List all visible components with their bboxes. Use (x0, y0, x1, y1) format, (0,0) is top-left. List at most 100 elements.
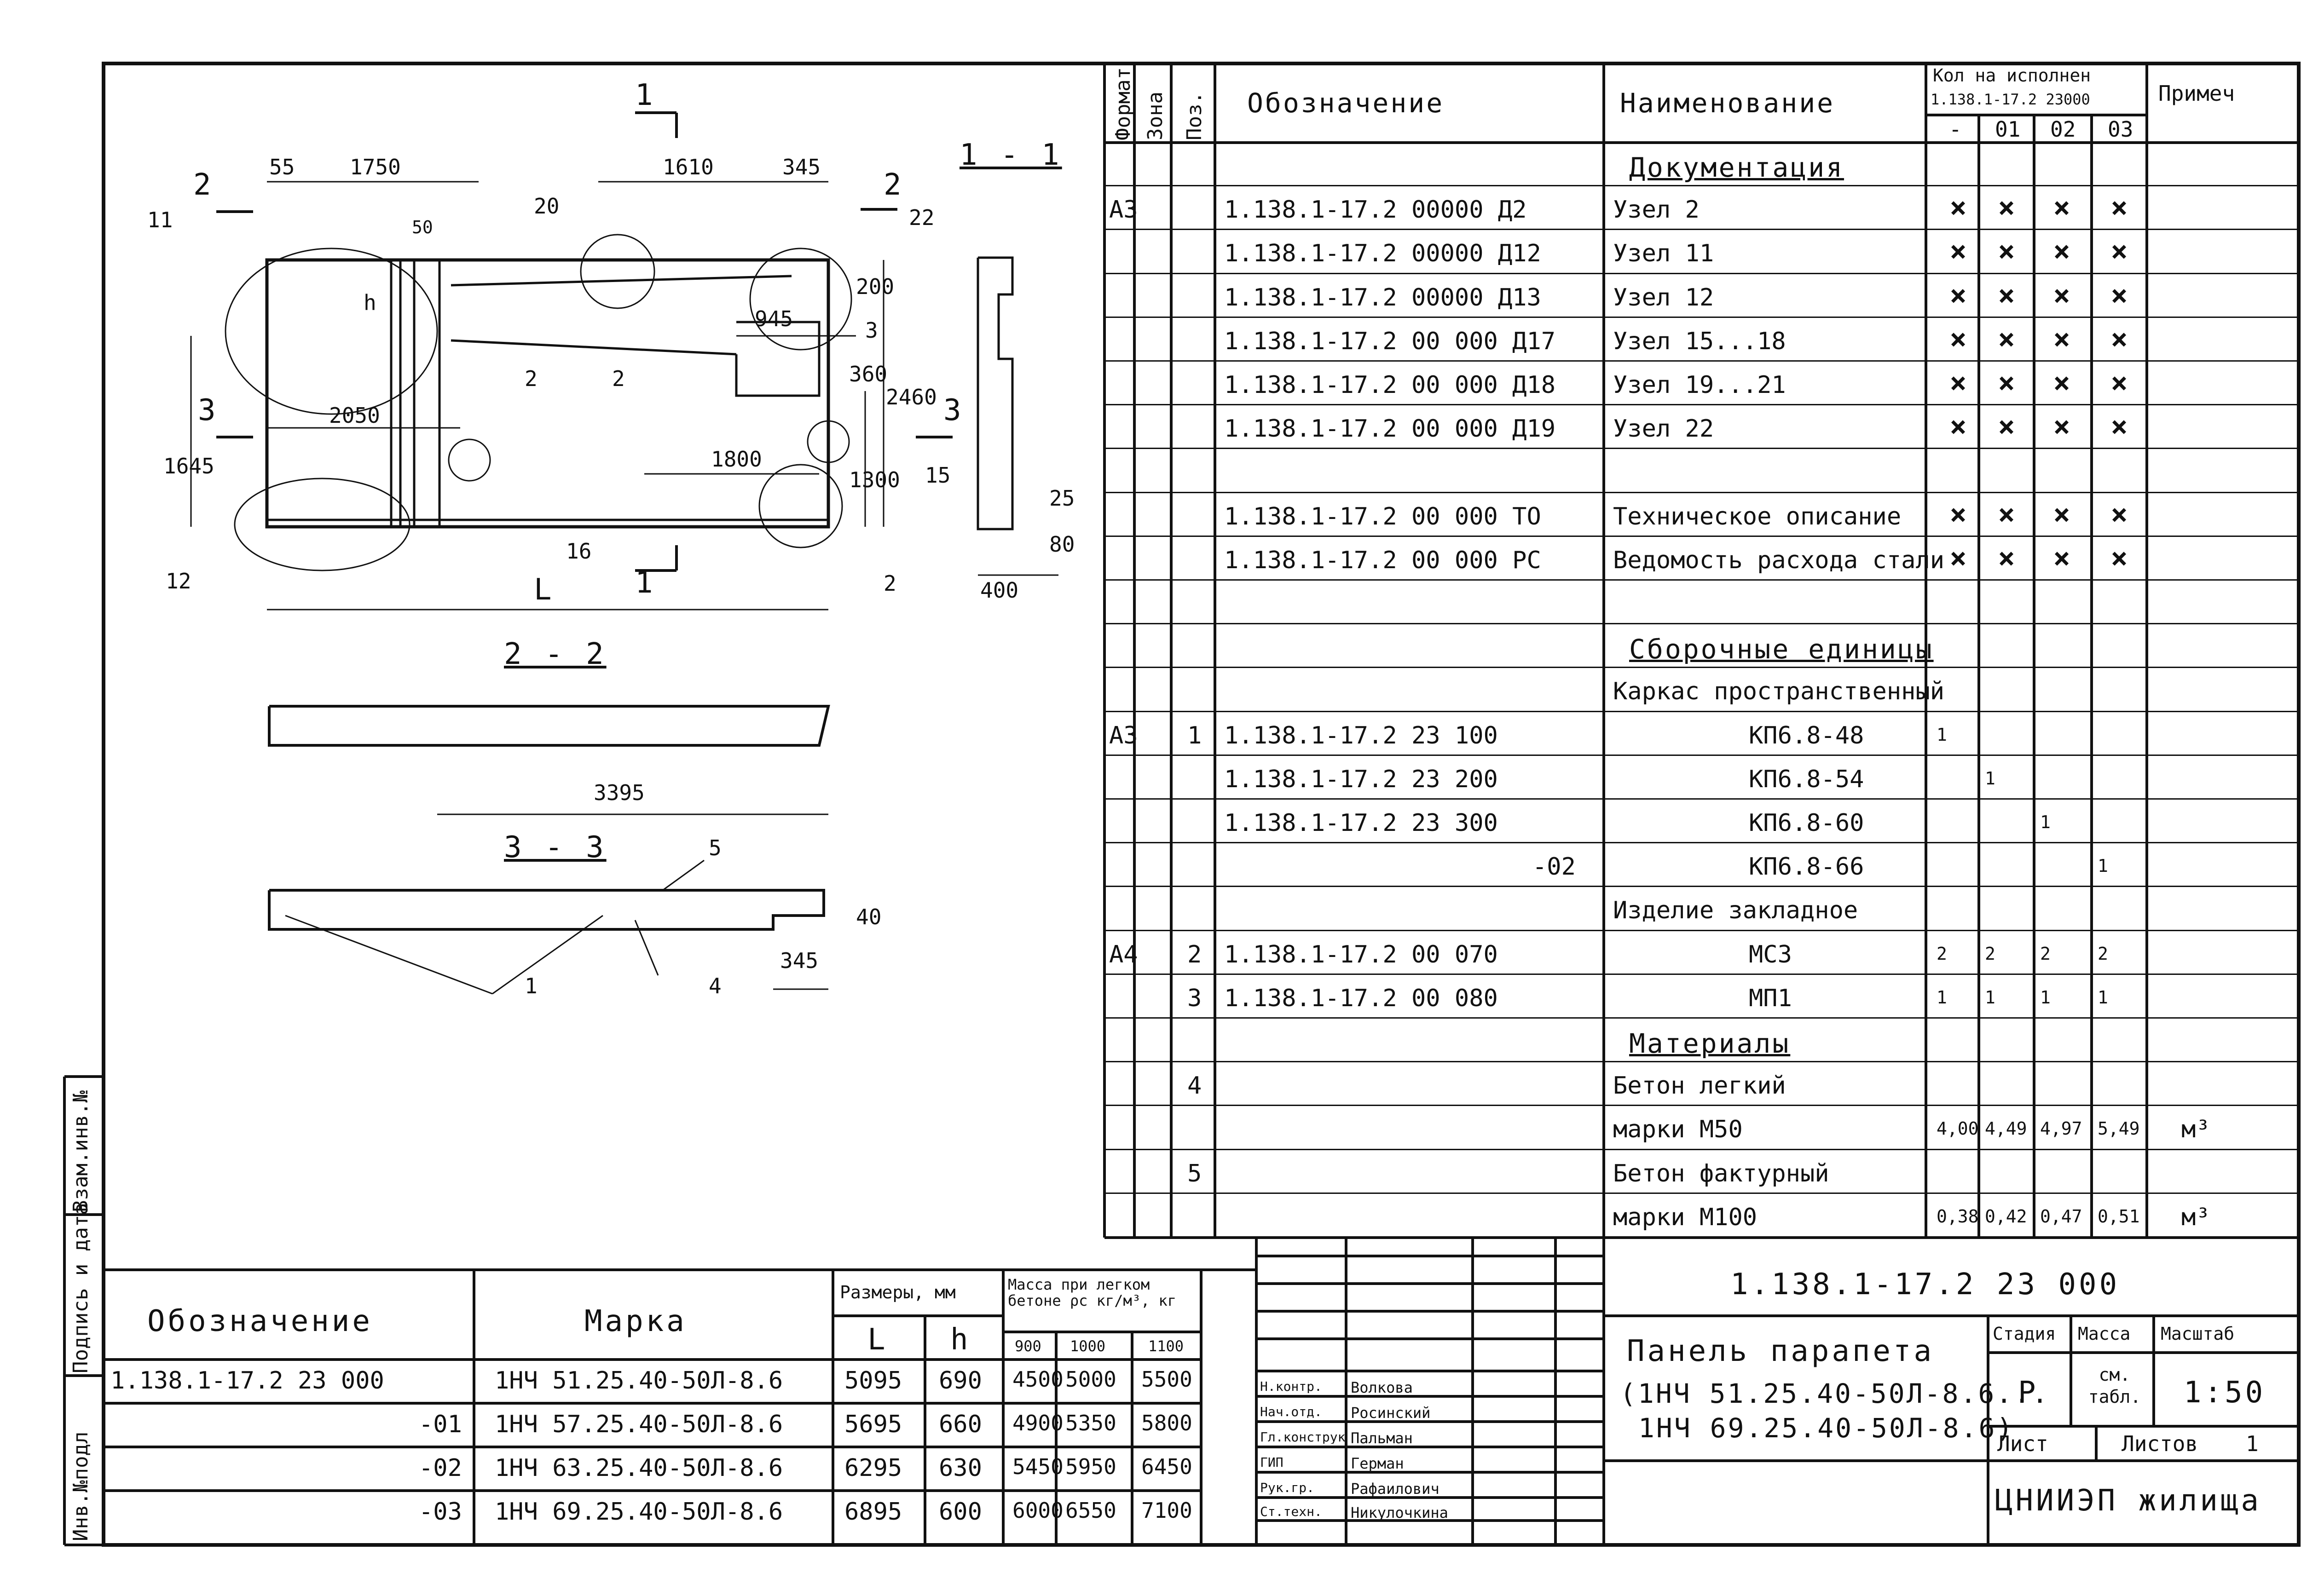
signature-name: Никулочкина (1351, 1504, 1448, 1521)
dim-80: 80 (1049, 532, 1075, 557)
spec-qty-cell: 1 (2098, 987, 2108, 1008)
spec-name-cell: Сборочные единицы (1629, 634, 1934, 665)
spec-name-cell: Узел 22 (1613, 415, 1714, 443)
dim-2460: 2460 (886, 385, 937, 409)
variant-length: 5095 (844, 1367, 902, 1394)
variant-mass-1100: 5800 (1141, 1411, 1192, 1435)
stamp-original-inv: Инв.№подл (69, 1431, 93, 1541)
callout-22: 22 (909, 205, 935, 230)
spec-qty-mark: × (1998, 497, 2015, 531)
spec-qty-mark: × (1998, 541, 2015, 575)
spec-qty-mark: × (2110, 541, 2128, 575)
tb-sheets-label: Листов (2122, 1431, 2198, 1456)
variant-length: 6295 (844, 1454, 902, 1482)
spec-qty-cell: 0,47 (2040, 1206, 2082, 1227)
spec-name-cell: Бетон легкий (1613, 1072, 1786, 1100)
spec-qty-mark: × (2110, 234, 2128, 268)
callout-16: 16 (566, 539, 592, 564)
spec-qty-cell: 0,38 (1937, 1206, 1979, 1227)
spec-qty-cell: 4,49 (1985, 1118, 2027, 1139)
spec-name-cell: КП6.8-66 (1749, 853, 1864, 881)
callout-20: 20 (534, 194, 560, 219)
dim-400: 400 (980, 578, 1019, 603)
spec-name-cell: Узел 2 (1613, 196, 1700, 224)
spec-qty-mark: × (1998, 409, 2015, 444)
spec-qty-mark: × (1949, 409, 1967, 444)
spec-name-cell: Узел 11 (1613, 240, 1714, 268)
dim-h: h (364, 290, 376, 315)
spec-qty-mark: × (1998, 190, 2015, 225)
spec-row-rule (1104, 1192, 2299, 1194)
dim-1800: 1800 (711, 447, 762, 472)
spec-row-rule (1104, 667, 2299, 668)
spec-format-cell: А3 (1109, 196, 1138, 224)
cut-2-left: 2 (193, 168, 214, 202)
variant-length: 6895 (844, 1498, 902, 1526)
spec-designation-cell: 1.138.1-17.2 23 100 (1224, 721, 1498, 749)
stamp-signature-date: Подпись и дата (69, 1203, 93, 1373)
variant-mass-1100: 6450 (1141, 1454, 1192, 1479)
spec-qty-mark: × (2053, 366, 2070, 399)
spec-qty-cell: 1 (2040, 987, 2051, 1008)
callout-2-a: 2 (525, 366, 538, 391)
signature-role: Гл.конструктор (1260, 1431, 1345, 1444)
spec-designation-cell: 1.138.1-17.2 00 080 (1224, 984, 1498, 1012)
col-zone-header: Зона (1144, 92, 1167, 140)
variants-des-header: Обозначение (147, 1304, 373, 1338)
spec-qty-mark: × (2110, 278, 2128, 312)
variant-designation: -02 (419, 1454, 462, 1482)
variant-mass-900: 6000 (1012, 1498, 1064, 1523)
spec-qty-mark: × (1998, 234, 2015, 268)
variant-mark: 1НЧ 51.25.40-50Л-8.6 (495, 1367, 783, 1394)
spec-qty-mark: × (2053, 278, 2070, 312)
spec-format-cell: А4 (1109, 940, 1138, 968)
spec-note-cell: м³ (2181, 1203, 2210, 1231)
spec-qty-mark: × (2053, 322, 2070, 356)
signature-role: Н.контр. (1260, 1380, 1322, 1393)
signature-name: Герман (1351, 1455, 1404, 1472)
spec-row-rule (1104, 404, 2299, 406)
spec-row-rule (1104, 1236, 2299, 1238)
col-qty-01: 01 (1995, 117, 2021, 142)
spec-qty-cell: 0,51 (2098, 1206, 2140, 1227)
variants-dens-1000: 1000 (1070, 1337, 1106, 1355)
col-designation-header: Обозначение (1247, 87, 1445, 119)
spec-row-rule (1104, 535, 2299, 537)
spec-qty-cell: 4,97 (2040, 1118, 2082, 1139)
cut-3-left: 3 (198, 393, 219, 427)
variants-h-header: h (950, 1323, 971, 1357)
variant-mass-1000: 6550 (1065, 1498, 1116, 1523)
spec-qty-cell: 1 (2040, 812, 2051, 832)
col-pos-header: Поз. (1183, 92, 1206, 140)
spec-row-rule (1104, 623, 2299, 625)
spec-name-cell: Техническое описание (1613, 502, 1902, 530)
signature-role: Нач.отд. (1260, 1406, 1322, 1418)
spec-designation-cell: 1.138.1-17.2 00 000 РС (1224, 546, 1541, 574)
spec-qty-mark: × (2110, 409, 2128, 444)
section-3-3-label: 3 - 3 (504, 830, 607, 864)
spec-name-cell: марки М100 (1613, 1203, 1758, 1231)
spec-designation-cell: 1.138.1-17.2 23 300 (1224, 809, 1498, 837)
variants-sizes-header: Размеры, мм (840, 1282, 956, 1302)
variants-dens-1100: 1100 (1148, 1337, 1184, 1355)
spec-designation-cell: 1.138.1-17.2 00 000 ТО (1224, 502, 1541, 530)
spec-qty-cell: 1 (1937, 724, 1947, 745)
dim-1645: 1645 (163, 454, 214, 478)
spec-row-rule (1104, 1148, 2299, 1150)
spec-qty-mark: × (1949, 278, 1967, 312)
dim-L: L (534, 573, 555, 607)
callout-11: 11 (147, 207, 173, 232)
spec-qty-cell: 2 (1985, 943, 1995, 964)
spec-row-rule (1104, 1017, 2299, 1019)
col-name-header: Наименование (1620, 87, 1835, 119)
spec-qty-mark: × (2053, 497, 2070, 531)
dim-1300: 1300 (849, 467, 900, 492)
spec-name-cell: МС3 (1749, 940, 1792, 968)
tb-scale: 1:50 (2184, 1376, 2266, 1410)
dim-1750: 1750 (350, 155, 401, 179)
spec-row-rule (1104, 929, 2299, 931)
spec-qty-mark: × (1998, 322, 2015, 356)
signature-name: Волкова (1351, 1379, 1413, 1396)
variants-L-header: L (867, 1323, 888, 1357)
spec-designation-cell: 1.138.1-17.2 00000 Д13 (1224, 283, 1541, 311)
